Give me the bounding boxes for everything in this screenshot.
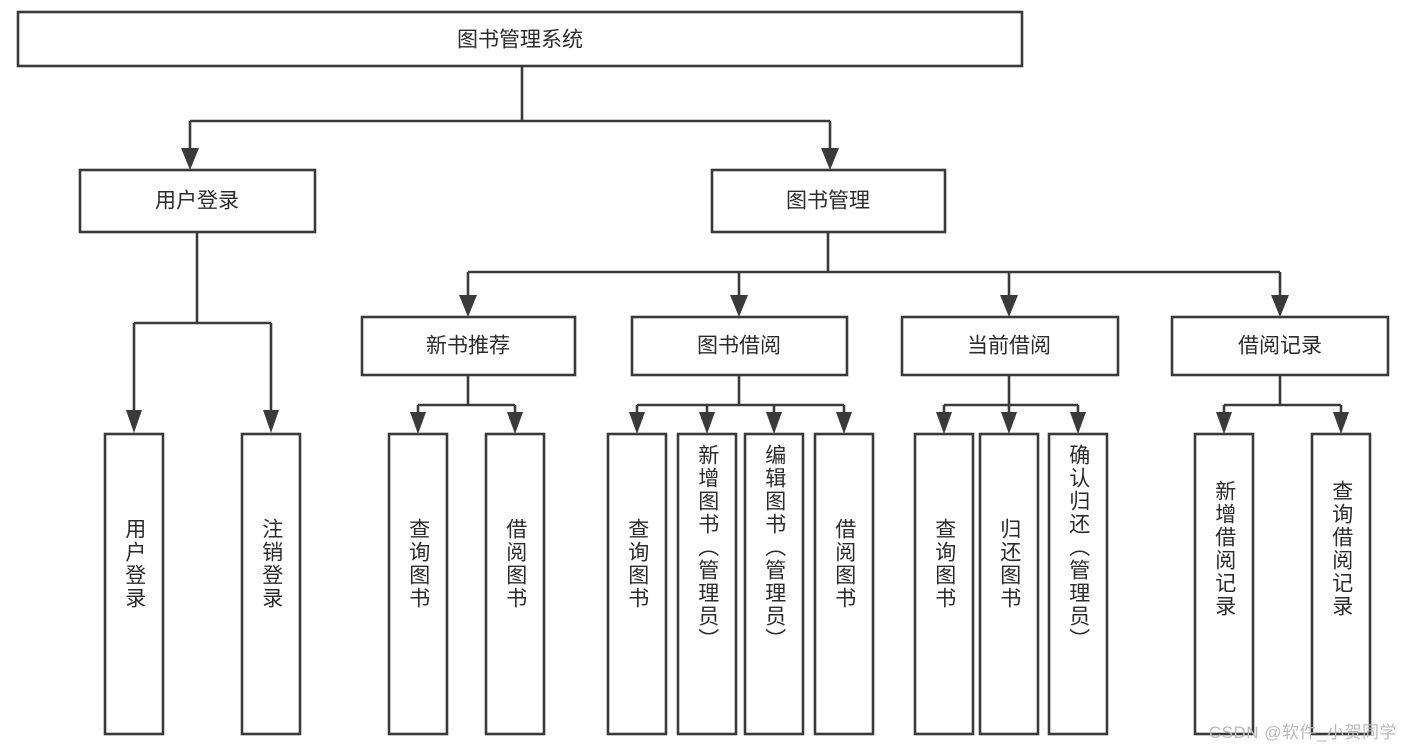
leaf-box-nb-query-book[interactable]: [387, 432, 449, 736]
arrowhead-bb-leaf2: [699, 412, 715, 434]
arrowhead-br-leaf1: [1216, 412, 1232, 434]
connector-book-manage-to-level3: [459, 232, 1289, 317]
arrowhead-book-manage: [821, 148, 839, 170]
leaf-boxes-current-borrow: [913, 432, 1109, 736]
leaf-box-br-query-record[interactable]: [1310, 432, 1372, 736]
arrowhead-bb-leaf3: [766, 412, 782, 434]
node-borrow-record-label: 借阅记录: [1238, 335, 1322, 358]
node-root-label: 图书管理系统: [457, 29, 583, 52]
node-root[interactable]: 图书管理系统: [16, 10, 1024, 68]
leaf-box-br-add-record[interactable]: [1193, 432, 1255, 736]
connector-root-to-level2: [181, 66, 839, 170]
leaf-box-nb-borrow-book[interactable]: [484, 432, 546, 736]
leaf-box-cb-query-book[interactable]: [913, 432, 975, 736]
node-new-book-recommend[interactable]: 新书推荐: [360, 315, 577, 377]
node-user-login-box[interactable]: [78, 168, 317, 234]
leaf-boxes-new-book-recommend: [387, 432, 546, 736]
node-user-login[interactable]: 用户登录: [78, 168, 317, 234]
leaf-box-bb-add-book[interactable]: [676, 432, 738, 736]
node-new-book-recommend-label: 新书推荐: [426, 335, 510, 358]
arrowhead-br-leaf2: [1333, 412, 1349, 434]
arrowhead-new-book: [459, 295, 477, 317]
arrowhead-current-borrow: [1000, 295, 1018, 317]
connector-book-borrow-to-leaves: [629, 375, 852, 434]
node-book-manage[interactable]: 图书管理: [710, 168, 947, 234]
connector-current-borrow-to-leaves: [936, 375, 1086, 434]
watermark-text: CSDN @软件_小贺同学: [1208, 723, 1397, 742]
arrowhead-nb-leaf1: [410, 412, 426, 434]
arrowhead-bb-leaf1: [629, 412, 645, 434]
arrowhead-nb-leaf2: [507, 412, 523, 434]
node-book-borrow-label: 图书借阅: [697, 335, 781, 358]
arrowhead-bb-leaf4: [836, 412, 852, 434]
arrowhead-cb-leaf1: [936, 412, 952, 434]
node-current-borrow[interactable]: 当前借阅: [900, 315, 1120, 377]
leaf-box-bb-query-book[interactable]: [606, 432, 668, 736]
connector-user-login-to-leaves: [126, 232, 279, 433]
leaf-box-logout[interactable]: [240, 432, 302, 736]
leaf-box-cb-confirm-return[interactable]: [1047, 432, 1109, 736]
node-book-borrow-box[interactable]: [630, 315, 849, 377]
connector-borrow-record-to-leaves: [1216, 375, 1349, 434]
arrowhead-book-borrow: [730, 295, 748, 317]
node-book-manage-label: 图书管理: [786, 190, 870, 213]
leaf-box-user-login[interactable]: [103, 432, 165, 736]
node-borrow-record-box[interactable]: [1170, 315, 1390, 377]
arrowhead-borrow-record: [1271, 295, 1289, 317]
node-root-box[interactable]: [16, 10, 1024, 68]
node-user-login-label: 用户登录: [155, 190, 239, 213]
arrowhead-user-login: [181, 148, 199, 170]
node-book-manage-box[interactable]: [710, 168, 947, 234]
leaf-boxes-user-login: [103, 432, 302, 736]
arrowhead-cb-leaf3: [1070, 412, 1086, 434]
arrowhead-leaf-user-login: [126, 410, 142, 433]
leaf-box-cb-return-book[interactable]: [978, 432, 1040, 736]
connector-new-book-to-leaves: [410, 375, 523, 434]
leaf-box-bb-edit-book[interactable]: [743, 432, 805, 736]
leaf-boxes-book-borrow: [606, 432, 875, 736]
arrowhead-leaf-logout: [263, 410, 279, 433]
node-current-borrow-label: 当前借阅: [967, 335, 1051, 358]
node-new-book-recommend-box[interactable]: [360, 315, 577, 377]
arrowhead-cb-leaf2: [1001, 412, 1017, 434]
leaf-boxes-borrow-record: [1193, 432, 1372, 736]
node-borrow-record[interactable]: 借阅记录: [1170, 315, 1390, 377]
leaf-box-bb-borrow-book[interactable]: [813, 432, 875, 736]
node-book-borrow[interactable]: 图书借阅: [630, 315, 849, 377]
node-current-borrow-box[interactable]: [900, 315, 1120, 377]
